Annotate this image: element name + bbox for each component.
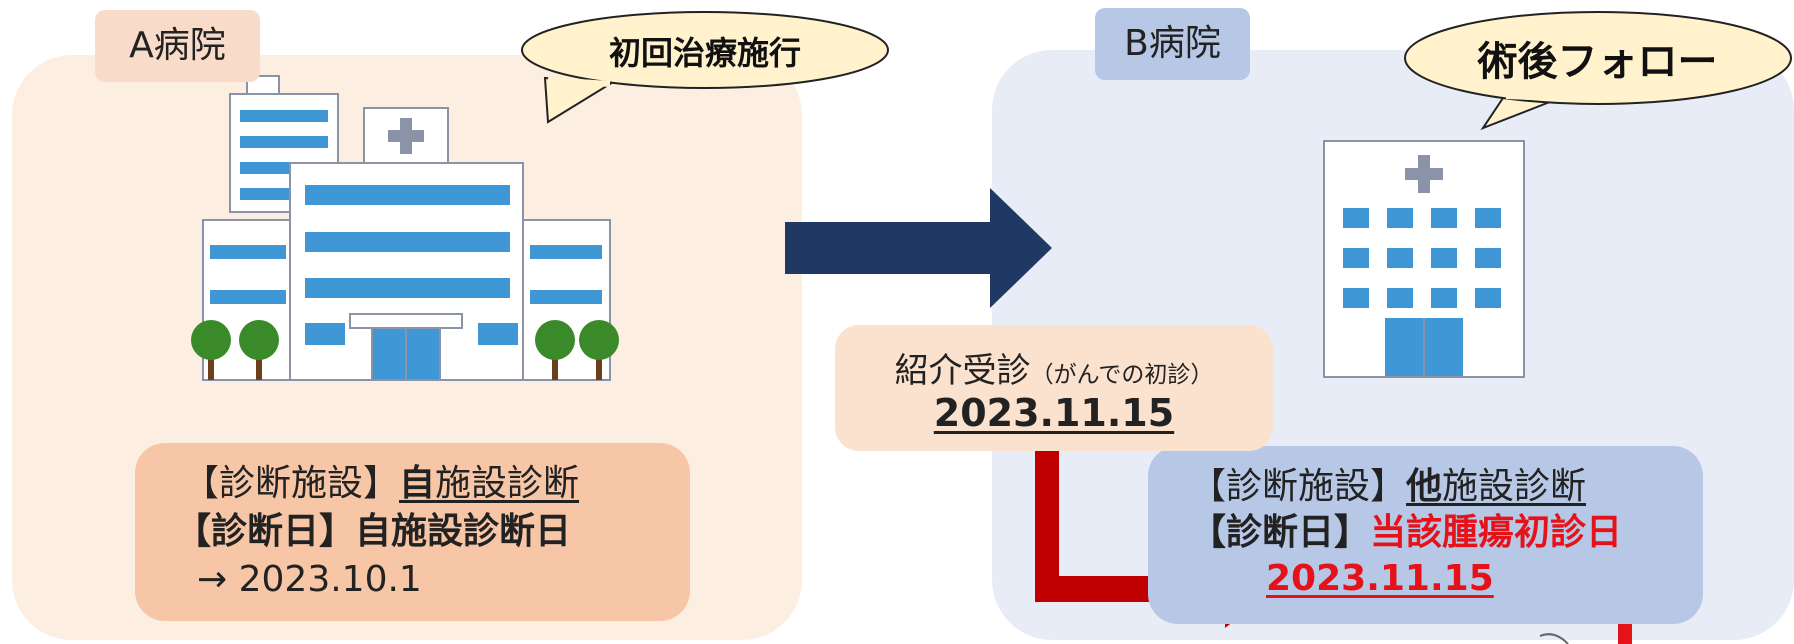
diagnosis-date-label: 【診断日】 bbox=[1190, 512, 1371, 553]
facility-emphasis: 自 bbox=[399, 463, 436, 504]
diagnosis-facility-line: 【診断施設】他施設診断 bbox=[1190, 464, 1586, 510]
cropped-decoration-icon bbox=[1539, 633, 1569, 644]
speech-bubble-b bbox=[1404, 11, 1792, 131]
hospital-a-info-box: 【診断施設】自施設診断 【診断日】自施設診断日 → 2023.10.1 bbox=[135, 443, 690, 621]
referral-title-line: 紹介受診（がんでの初診） bbox=[835, 343, 1273, 392]
facility-emphasis: 他 bbox=[1406, 466, 1443, 507]
hospital-b-building-icon bbox=[1323, 140, 1525, 378]
diagnosis-facility-line: 【診断施設】自施設診断 bbox=[183, 461, 579, 507]
diagnosis-facility-label: 【診断施設】 bbox=[1190, 466, 1407, 507]
bubble-b-text: 術後フォロー bbox=[1477, 39, 1718, 85]
hospital-a-tag: A病院 bbox=[95, 10, 260, 82]
diagnosis-facility-label: 【診断施設】 bbox=[183, 463, 400, 504]
diagnosis-date-line: 【診断日】自施設診断日 bbox=[175, 511, 572, 552]
diagnosis-date-value: → 2023.10.1 bbox=[197, 559, 422, 600]
tree-icon bbox=[191, 320, 619, 380]
referral-title: 紹介受診 bbox=[894, 351, 1031, 391]
hospital-b-tag: B病院 bbox=[1095, 8, 1250, 80]
bubble-a-text: 初回治療施行 bbox=[608, 34, 801, 72]
hospital-b-info-box: 【診断施設】他施設診断 【診断日】当該腫瘍初診日 2023.11.15 bbox=[1148, 446, 1703, 624]
facility-type: 施設診断 bbox=[435, 463, 580, 504]
referral-visit-box: 紹介受診（がんでの初診） 2023.11.15 bbox=[835, 325, 1273, 451]
diagnosis-date-line: 【診断日】当該腫瘍初診日 bbox=[1190, 510, 1622, 556]
diagnosis-date-value: 2023.11.15 bbox=[1266, 558, 1494, 599]
diagnosis-date-rule: 当該腫瘍初診日 bbox=[1370, 512, 1623, 553]
transfer-arrow-icon bbox=[785, 188, 1052, 308]
referral-note: （がんでの初診） bbox=[1030, 362, 1214, 388]
facility-type: 施設診断 bbox=[1442, 466, 1587, 507]
speech-bubble-a bbox=[521, 11, 889, 124]
referral-date: 2023.11.15 bbox=[933, 391, 1175, 435]
hospital-a-building-icon bbox=[191, 75, 619, 381]
